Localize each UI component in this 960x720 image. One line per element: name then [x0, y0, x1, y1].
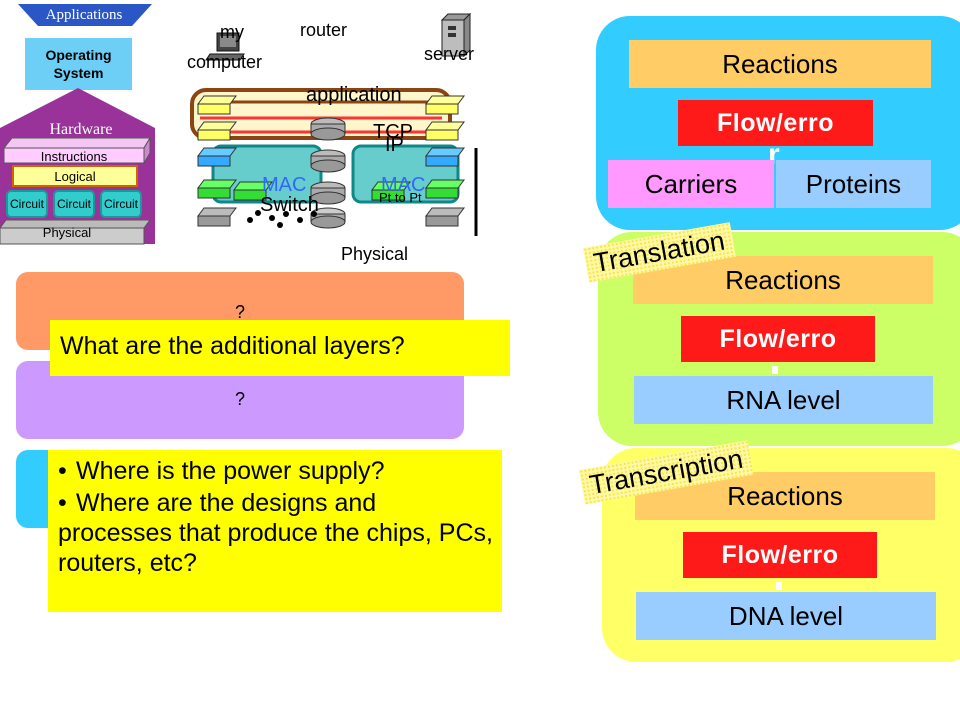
- circuit-2: Circuit: [53, 190, 95, 218]
- instructions-slab: [4, 138, 151, 165]
- physical-slab: [0, 220, 151, 245]
- question-designs-text: Where are the designs and processes that…: [58, 489, 493, 577]
- circuit-3: Circuit: [100, 190, 142, 218]
- question-designs: • Where are the designs and processes th…: [58, 488, 494, 578]
- unknown-layer-mark-2: ?: [234, 389, 245, 409]
- switch-label: Switch: [260, 194, 319, 216]
- top-flow-error-box: Flow/erro: [678, 100, 873, 146]
- top-stray-letter: r: [768, 138, 780, 171]
- my-computer-label-1: my: [220, 22, 244, 42]
- questions-list: • Where is the power supply? • Where are…: [58, 456, 494, 578]
- unknown-layer-mark-1: ?: [234, 302, 245, 322]
- circuit-1: Circuit: [6, 190, 48, 218]
- server-label: server: [424, 44, 475, 64]
- ip-label: IP: [385, 134, 404, 156]
- operating-system-box: Operating System: [25, 38, 132, 90]
- additional-layers-text: What are the additional layers?: [60, 332, 405, 360]
- physical-network-label: Physical: [341, 244, 409, 264]
- applications-label: Applications: [45, 7, 123, 23]
- mac-left-label: MAC: [262, 174, 307, 196]
- network-diagram: my computer router server application TC…: [180, 0, 500, 270]
- bullet-dot-1: •: [58, 457, 67, 485]
- tcp-label: TCP: [373, 121, 413, 143]
- network-drawing: [190, 12, 478, 236]
- carriers-bar: Carriers: [608, 160, 774, 208]
- application-label: application: [306, 84, 402, 106]
- instructions-label: Instructions: [40, 148, 108, 164]
- bottom-stray-mark: [776, 582, 782, 590]
- top-reactions-bar: Reactions: [629, 40, 931, 88]
- questions-box: • Where is the power supply? • Where are…: [48, 450, 502, 612]
- bullet-dot-2: •: [58, 489, 67, 517]
- hardware-label: Hardware: [49, 121, 113, 138]
- bottom-flow-error-box: Flow/erro: [683, 532, 877, 578]
- computer-icon: [205, 32, 245, 61]
- physical-label: Physical: [42, 224, 92, 240]
- logical-label: Logical: [12, 165, 138, 187]
- pt-to-pt-label: Pt to Pt: [379, 190, 422, 205]
- middle-stray-mark: [772, 366, 778, 374]
- right-layer-slabs: [425, 95, 465, 227]
- mac-right-label: MAC: [381, 174, 426, 196]
- left-layer-slabs: [197, 95, 237, 227]
- additional-layers-question: What are the additional layers?: [50, 320, 510, 376]
- dna-level-bar: DNA level: [636, 592, 936, 640]
- rna-level-bar: RNA level: [634, 376, 933, 424]
- my-computer-label-2: computer: [187, 52, 263, 72]
- operating-system-label: Operating System: [45, 47, 112, 81]
- middle-flow-error-box: Flow/erro: [681, 316, 875, 362]
- router-label: router: [300, 20, 348, 40]
- proteins-bar: Proteins: [776, 160, 931, 208]
- server-icon: [440, 12, 472, 58]
- computing-stack: Applications Operating System Hardware I…: [0, 0, 160, 250]
- question-power-supply: • Where is the power supply?: [58, 456, 494, 486]
- applications-banner: [18, 4, 152, 26]
- question-power-supply-text: Where is the power supply?: [76, 457, 385, 485]
